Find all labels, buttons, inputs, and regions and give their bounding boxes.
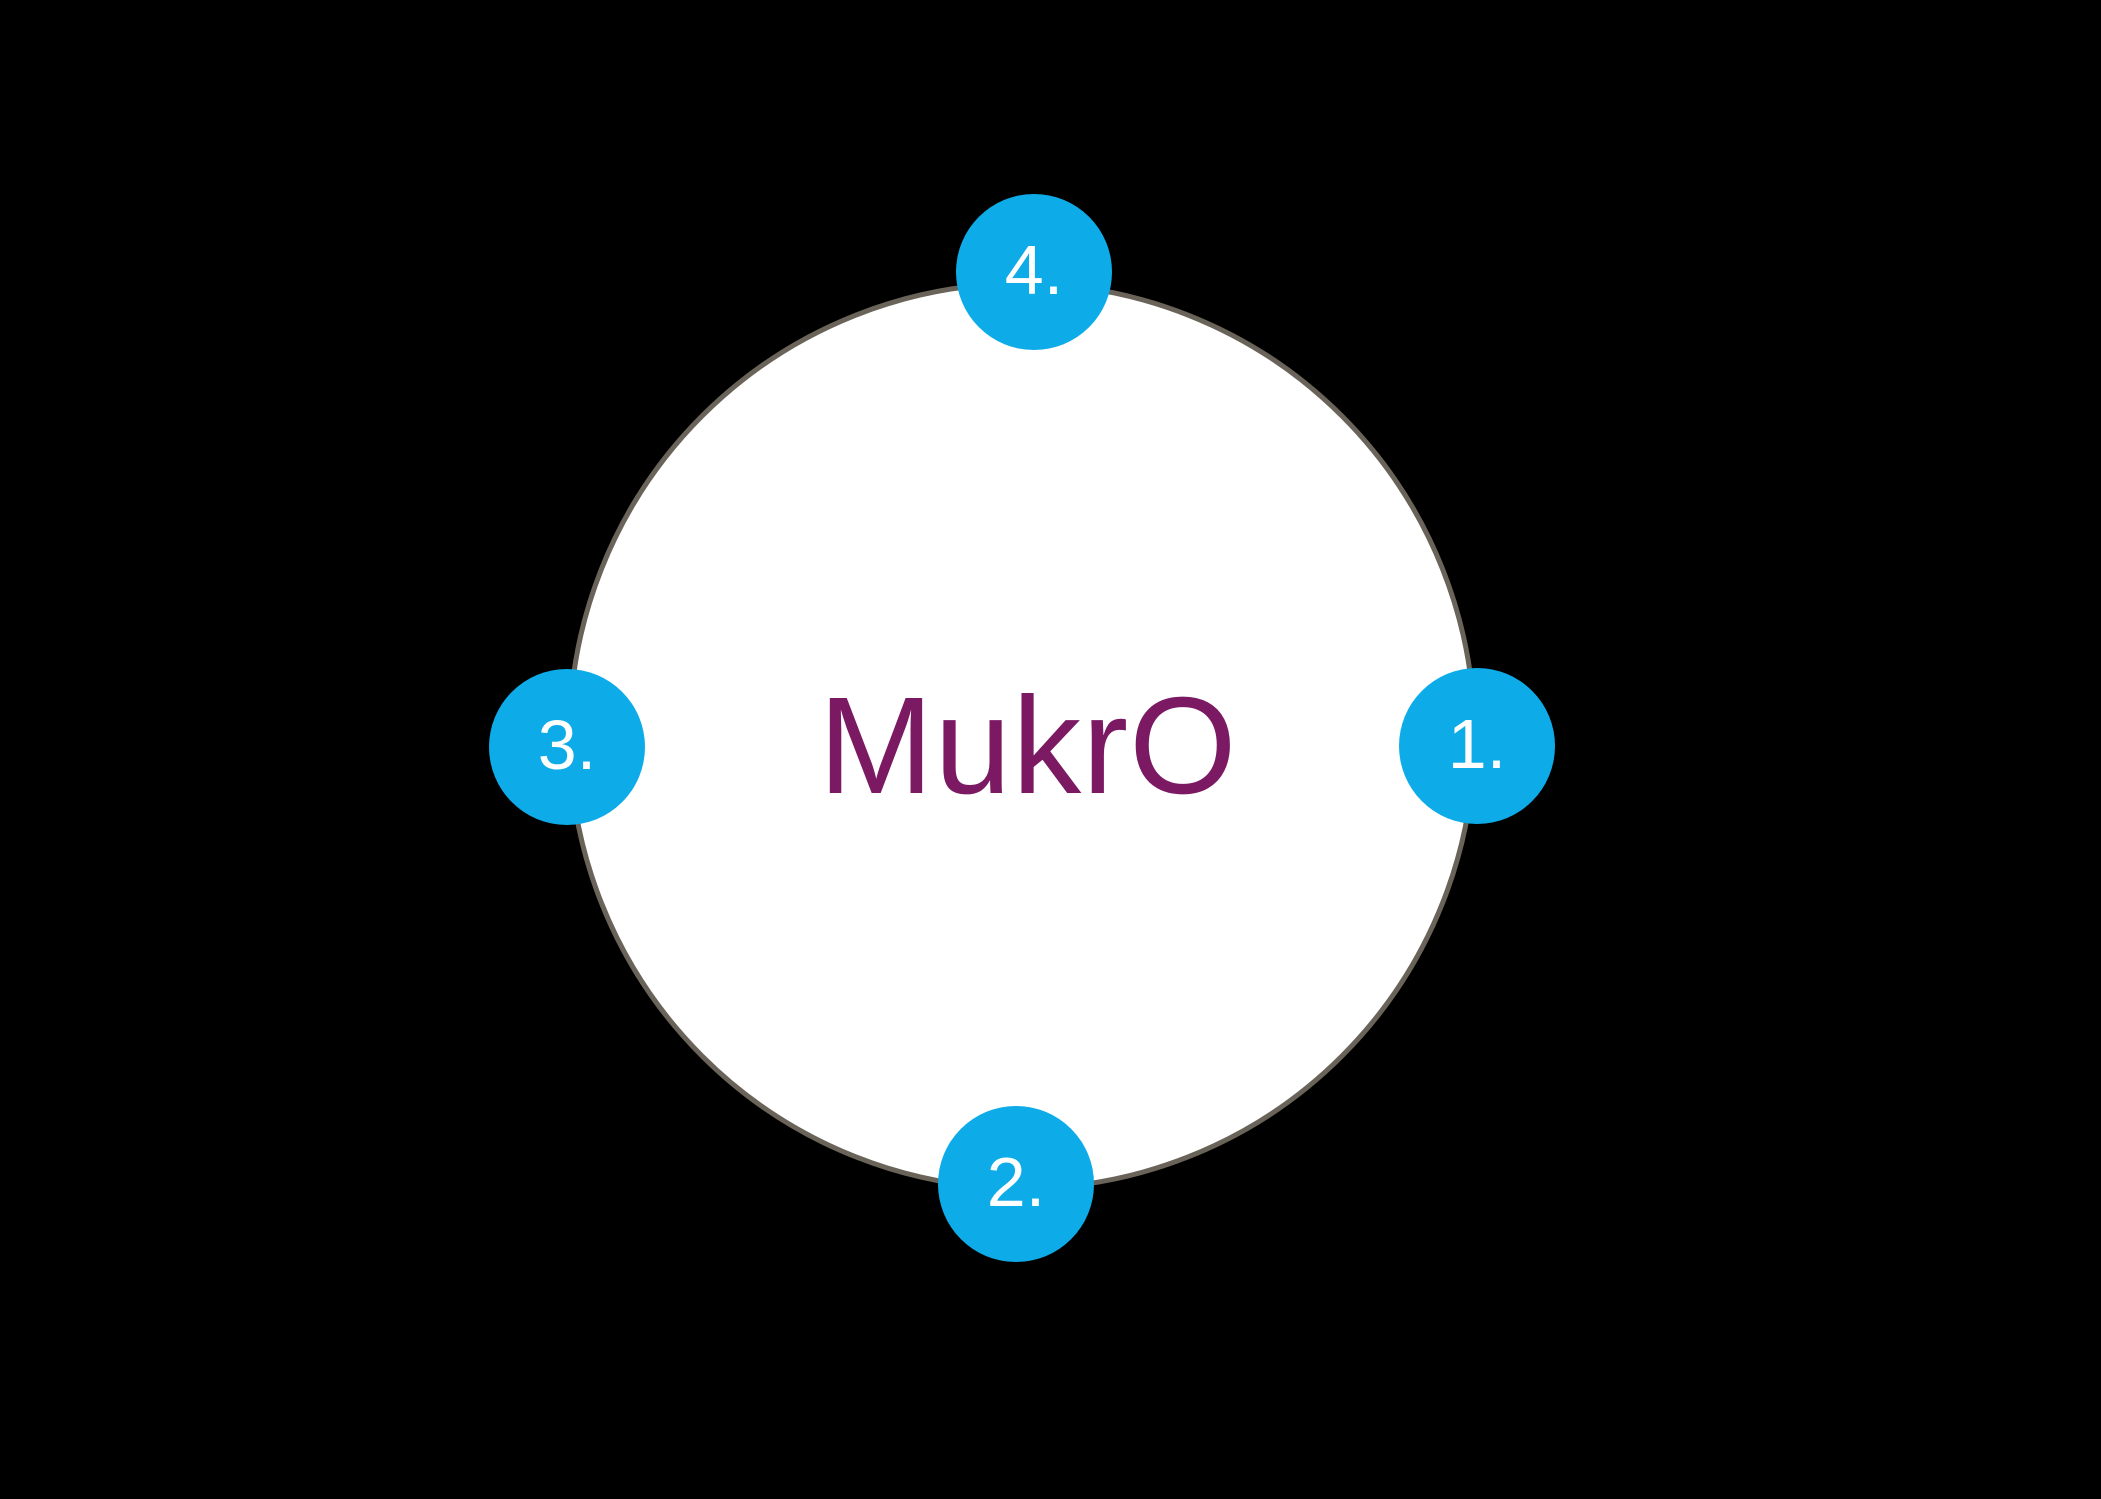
node-2-label: 2. — [986, 1143, 1046, 1221]
node-1: 1. — [1399, 668, 1555, 824]
node-4-label: 4. — [1004, 231, 1064, 309]
center-label: MukrO — [818, 669, 1238, 823]
main-circle: MukrO — [567, 281, 1477, 1191]
node-2: 2. — [938, 1106, 1094, 1262]
node-4: 4. — [956, 194, 1112, 350]
node-3: 3. — [489, 669, 645, 825]
node-3-label: 3. — [537, 706, 597, 784]
node-1-label: 1. — [1447, 705, 1507, 783]
